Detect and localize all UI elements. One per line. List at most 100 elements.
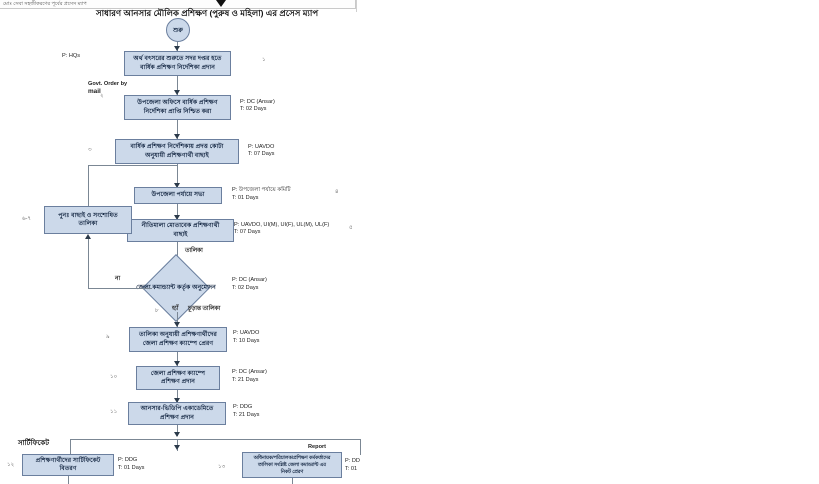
performer-label-decision: P: DC (Ansar) xyxy=(232,277,267,283)
time-label-8: T: 21 Days xyxy=(233,412,260,418)
process-node-1[interactable]: অর্থ বৎসরের শুরুতে সদর দপ্তর হতে বার্ষিক… xyxy=(124,51,231,76)
performer-label-9: P: DDG xyxy=(118,457,138,463)
process-node-10-line2: তালিকা সংশ্লিষ্ট জেলা কমান্ড্যান্ট এর xyxy=(258,462,326,468)
connector-no-up xyxy=(88,237,89,288)
arrowhead-split xyxy=(174,432,180,437)
process-node-10-line1: অধিনায়ক/পরিচালক/প্রশিক্ষণ কর্মকর্তাদের xyxy=(253,455,331,461)
step-marker-k: ১২ xyxy=(7,462,15,468)
time-label-3: T: 07 Days xyxy=(248,151,275,157)
start-node-label: শুরু xyxy=(173,27,183,34)
time-label-5: T: 07 Days xyxy=(234,229,261,235)
connector-report-down xyxy=(292,478,293,484)
process-node-5-line2: বাছাই xyxy=(173,230,188,238)
page-title: সাধারণ আনসার মৌলিক প্রশিক্ষণ (পুরুষ ও মহ… xyxy=(96,8,319,18)
arrowhead-rework xyxy=(85,234,91,239)
time-label-6: T: 10 Days xyxy=(233,338,260,344)
start-node[interactable]: শুরু xyxy=(166,18,190,42)
connector-decision-no xyxy=(88,288,152,289)
arrowhead-n5 xyxy=(174,215,180,220)
connector-bus-right-drop xyxy=(360,439,361,455)
process-node-4-line1: উপজেলা পর্যায়ে সভা xyxy=(151,191,205,199)
edge-label-no: না xyxy=(115,276,121,282)
rework-node-line2: তালিকা xyxy=(78,220,98,227)
arrowhead-n7 xyxy=(174,361,180,366)
decision-node-approval-label: জেলা কমান্ড্যান্ট কর্তৃক অনুমোদন xyxy=(134,268,218,308)
connector-split-bus xyxy=(70,439,360,440)
arrowhead-n8 xyxy=(174,398,180,403)
process-node-10-report[interactable]: অধিনায়ক/পরিচালক/প্রশিক্ষণ কর্মকর্তাদের … xyxy=(242,452,342,478)
process-node-8-line2: প্রশিক্ষণ প্রদান xyxy=(160,413,194,421)
arrowhead-n3 xyxy=(174,134,180,139)
rework-node[interactable]: পুনঃ বাছাই ও সংশোধিত তালিকা xyxy=(44,206,132,234)
edge-label-list: তালিকা xyxy=(185,248,203,254)
process-node-6-line1: তালিকা অনুযায়ী প্রশিক্ষণার্থীদের xyxy=(139,331,217,338)
connector-rework-up xyxy=(88,165,89,206)
connector-n7-n8 xyxy=(177,390,178,403)
time-label-9: T: 01 Days xyxy=(118,465,145,471)
step-marker-a: ১ xyxy=(262,57,266,63)
process-node-9-certificate[interactable]: প্রশিক্ষণার্থীদের সার্টিফিকেট বিতরণ xyxy=(22,454,114,476)
time-label-7: T: 21 Days xyxy=(232,377,259,383)
performer-label-5: P: UAVDO, UI(M), UI(F), UL(M), UL(F) xyxy=(234,222,330,228)
process-node-3-line2: অনুযায়ী প্রশিক্ষণার্থী বাছাই xyxy=(145,151,209,159)
process-node-2-line1: উপজেলা অফিসে বার্ষিক প্রশিক্ষণ xyxy=(137,99,218,106)
arrowhead-cert xyxy=(174,445,180,450)
connector-decision-yes xyxy=(177,312,178,328)
step-marker-e: ৫ xyxy=(349,225,353,231)
step-marker-d: ৪ xyxy=(335,189,339,195)
connector-n1-n2 xyxy=(177,76,178,95)
performer-label-4: P: উপজেলা পর্যায়ে কমিটি xyxy=(232,187,291,193)
section-label-certificate: সার্টিফিকেট xyxy=(18,440,50,447)
process-node-7-line2: প্রশিক্ষণ প্রদান xyxy=(161,378,195,385)
process-node-3[interactable]: বার্ষিক প্রশিক্ষণ নির্দেশিকায় প্রদত্ত ক… xyxy=(115,139,239,164)
edge-label-final-list: চূড়ান্ত তালিকা xyxy=(188,306,221,312)
time-label-10: T: 01 xyxy=(345,466,358,472)
window-divider xyxy=(356,0,357,12)
decision-line1: জেলা কমান্ড্যান্ট xyxy=(136,283,176,291)
connector-n6-n7 xyxy=(177,352,178,366)
arrowhead-n4 xyxy=(174,183,180,188)
performer-label-3: P: UAVDO xyxy=(248,144,275,150)
arrowhead-n2 xyxy=(174,90,180,95)
connector-n3-n4 xyxy=(177,164,178,187)
performer-label-7: P: DC (Ansar) xyxy=(232,369,267,375)
process-node-6[interactable]: তালিকা অনুযায়ী প্রশিক্ষণার্থীদের জেলা প… xyxy=(129,327,227,352)
process-node-1-line2: বার্ষিক প্রশিক্ষণ নির্দেশিকা প্রদান xyxy=(140,63,215,71)
connector-n5-decision xyxy=(177,242,178,263)
time-label-4: T: 01 Days xyxy=(232,195,259,201)
step-marker-c: ৩ xyxy=(88,147,92,153)
performer-label-2: P: DC (Ansar) xyxy=(240,99,275,105)
connector-n2-n3 xyxy=(177,120,178,139)
step-marker-h: ৯ xyxy=(106,334,110,340)
connector-rework-to-n4 xyxy=(88,165,177,166)
process-node-3-line1: বার্ষিক প্রশিক্ষণ নির্দেশিকায় প্রদত্ত ক… xyxy=(130,143,224,150)
performer-label-8: P: DDG xyxy=(233,404,253,410)
process-node-10-line3: নিকট প্রেরণ xyxy=(280,469,304,475)
govt-order-label-line2: mail xyxy=(88,88,101,95)
process-node-2-line2: নির্দেশিকা প্রাপ্তি নিশ্চিত করা xyxy=(143,107,212,115)
rework-node-line1: পুনঃ বাছাই ও সংশোধিত xyxy=(58,211,118,219)
connector-cert-down xyxy=(68,476,69,484)
decision-line3: অনুমোদন xyxy=(192,283,216,291)
process-node-7[interactable]: জেলা প্রশিক্ষণ ক্যাম্পে প্রশিক্ষণ প্রদান xyxy=(136,366,220,390)
step-marker-f: ৬-৭ xyxy=(22,216,31,222)
arrowhead-n6 xyxy=(174,322,180,327)
process-node-5[interactable]: নীতিমালা মোতাবেক প্রশিক্ষণার্থী বাছাই xyxy=(127,219,234,242)
step-marker-g: ৮ xyxy=(155,308,159,314)
performer-label-6: P: UAVDO xyxy=(233,330,260,336)
process-node-9-line2: বিতরণ xyxy=(59,465,77,472)
process-node-8[interactable]: আনসার-ভিডিপি একাডেমিতে প্রশিক্ষণ প্রদান xyxy=(128,402,226,425)
decision-line2: কর্তৃক xyxy=(177,283,191,291)
process-node-4[interactable]: উপজেলা পর্যায়ে সভা xyxy=(134,187,222,204)
step-marker-j: ১১ xyxy=(110,409,118,415)
step-marker-l: ১৩ xyxy=(218,464,226,470)
arrowhead-n1 xyxy=(174,46,180,51)
step-marker-b: ২ xyxy=(100,93,104,99)
performer-label-1: P: HQs xyxy=(62,53,81,59)
performer-label-10: P: DD xyxy=(345,458,360,464)
step-marker-i: ১০ xyxy=(110,374,118,380)
process-node-7-line1: জেলা প্রশিক্ষণ ক্যাম্পে xyxy=(150,369,206,377)
cursor-caret-icon xyxy=(216,0,226,7)
edge-label-yes: হ্যাঁ xyxy=(172,306,179,312)
process-node-2[interactable]: উপজেলা অফিসে বার্ষিক প্রশিক্ষণ নির্দেশিক… xyxy=(124,95,231,120)
